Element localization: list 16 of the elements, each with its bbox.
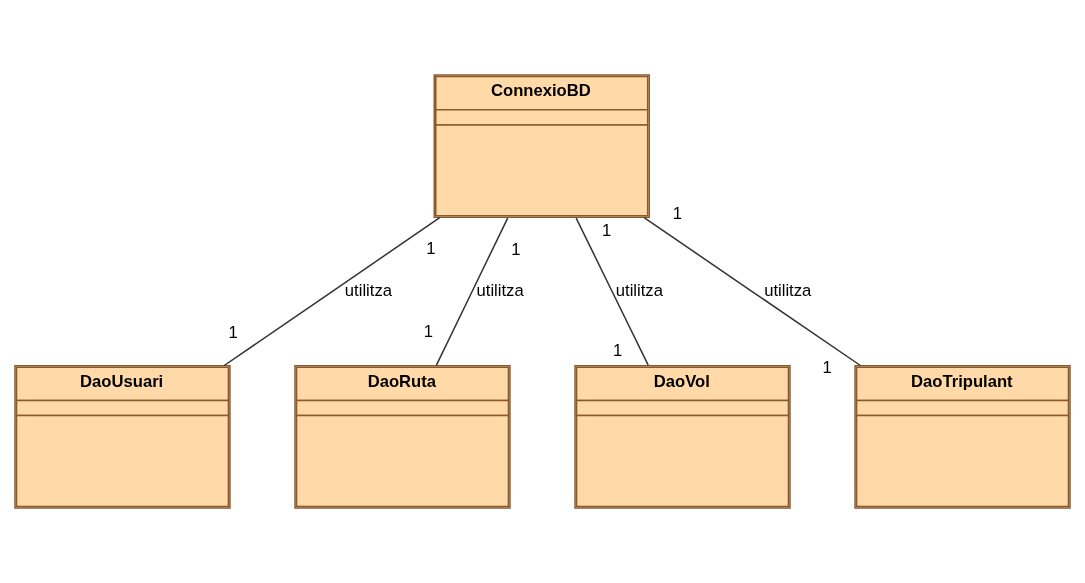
connector: [223, 216, 441, 367]
edge-label: utilitza: [615, 280, 663, 300]
node-label: 1: [613, 340, 623, 360]
node-label: 1: [601, 220, 612, 240]
node-label: 1: [228, 322, 238, 342]
connector: [643, 216, 862, 367]
edge-label: utilitza: [764, 280, 812, 300]
node-label: 1: [423, 322, 433, 342]
edge-label: utilitza: [344, 280, 392, 300]
connector: [575, 217, 649, 366]
connector: [435, 217, 509, 366]
node-label: 1: [822, 358, 832, 378]
node-label: 1: [426, 239, 436, 259]
edge-label: utilitza: [476, 280, 524, 300]
node-label: 1: [511, 239, 521, 259]
node-label: 1: [672, 203, 682, 223]
